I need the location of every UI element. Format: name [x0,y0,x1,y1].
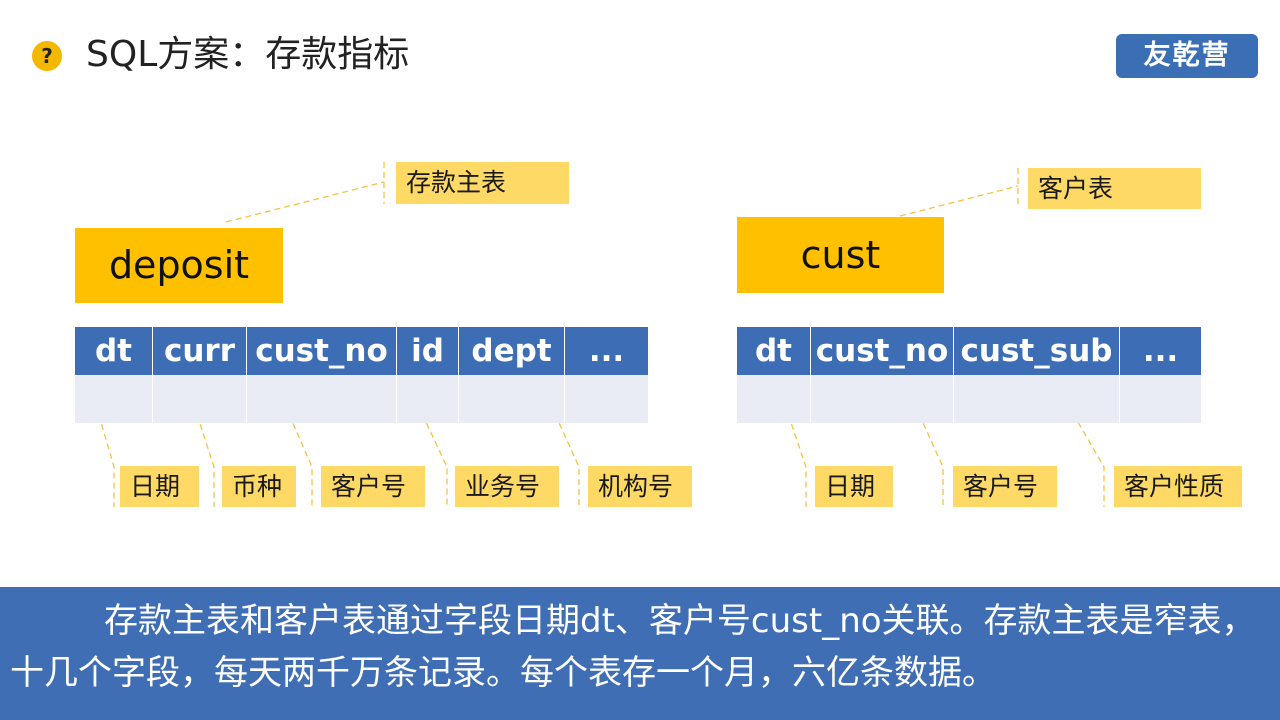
deposit-col-cust-no: cust_no [247,327,397,375]
deposit-field-note-dept: 机构号 [588,466,692,507]
deposit-cell-id [397,375,459,423]
question-icon: ? [32,41,62,71]
deposit-header-row [75,327,648,375]
cust-field-note-cust-sub: 客户性质 [1114,466,1242,507]
deposit-cell-dt [75,375,153,423]
cust-col-cust-sub: cust_sub [954,327,1120,375]
deposit-col-dt: dt [75,327,153,375]
leader-cust-note [899,185,1019,217]
cust-header-row [737,327,1201,375]
cust-cell-cust-no [811,375,954,423]
cust-cell-dt [737,375,811,423]
deposit-cell-dept [459,375,565,423]
leader-deposit-id [417,404,448,507]
deposit-field-note-dt: 日期 [120,466,199,507]
leader-deposit-dt [95,404,115,507]
deposit-field-note-cust-no: 客户号 [321,466,425,507]
deposit-table-note: 存款主表 [396,162,569,204]
cust-table-note: 客户表 [1028,168,1201,209]
leader-cust-cust-no [914,404,944,507]
deposit-table: dt curr cust_no id dept ... [75,327,648,423]
deposit-cell-more [565,375,648,423]
cust-col-dt: dt [737,327,811,375]
deposit-field-note-id: 业务号 [455,466,559,507]
cust-cell-cust-sub [954,375,1120,423]
cust-cell-more [1120,375,1201,423]
deposit-table-name: deposit [75,228,283,303]
summary-band: 存款主表和客户表通过字段日期dt、客户号cust_no关联。存款主表是窄表，十几… [0,587,1280,720]
deposit-cell-curr [153,375,247,423]
deposit-col-id: id [397,327,459,375]
cust-field-note-dt: 日期 [815,466,893,507]
cust-col-more: ... [1142,333,1179,369]
leader-cust-cust-sub [1067,404,1105,507]
deposit-col-dept: dept [459,327,565,375]
brand-logo: 友乾营 [1116,34,1258,78]
cust-col-cust-no: cust_no [811,327,954,375]
leader-cust-dt [784,404,807,507]
deposit-cell-cust-no [247,375,397,423]
page-title: SQL方案：存款指标 [86,34,410,75]
deposit-col-more: ... [588,333,625,369]
deposit-field-note-curr: 币种 [222,466,296,507]
leader-deposit-note [225,181,385,223]
cust-table-name: cust [737,217,944,293]
summary-text: 存款主表和客户表通过字段日期dt、客户号cust_no关联。存款主表是窄表，十几… [10,601,1256,693]
leader-deposit-curr [193,404,215,507]
leader-deposit-dept [550,404,580,507]
cust-table: dt cust_no cust_sub ... [737,327,1201,423]
leader-deposit-cust-no [284,404,313,507]
cust-field-note-cust-no: 客户号 [953,466,1057,507]
deposit-col-curr: curr [153,327,247,375]
